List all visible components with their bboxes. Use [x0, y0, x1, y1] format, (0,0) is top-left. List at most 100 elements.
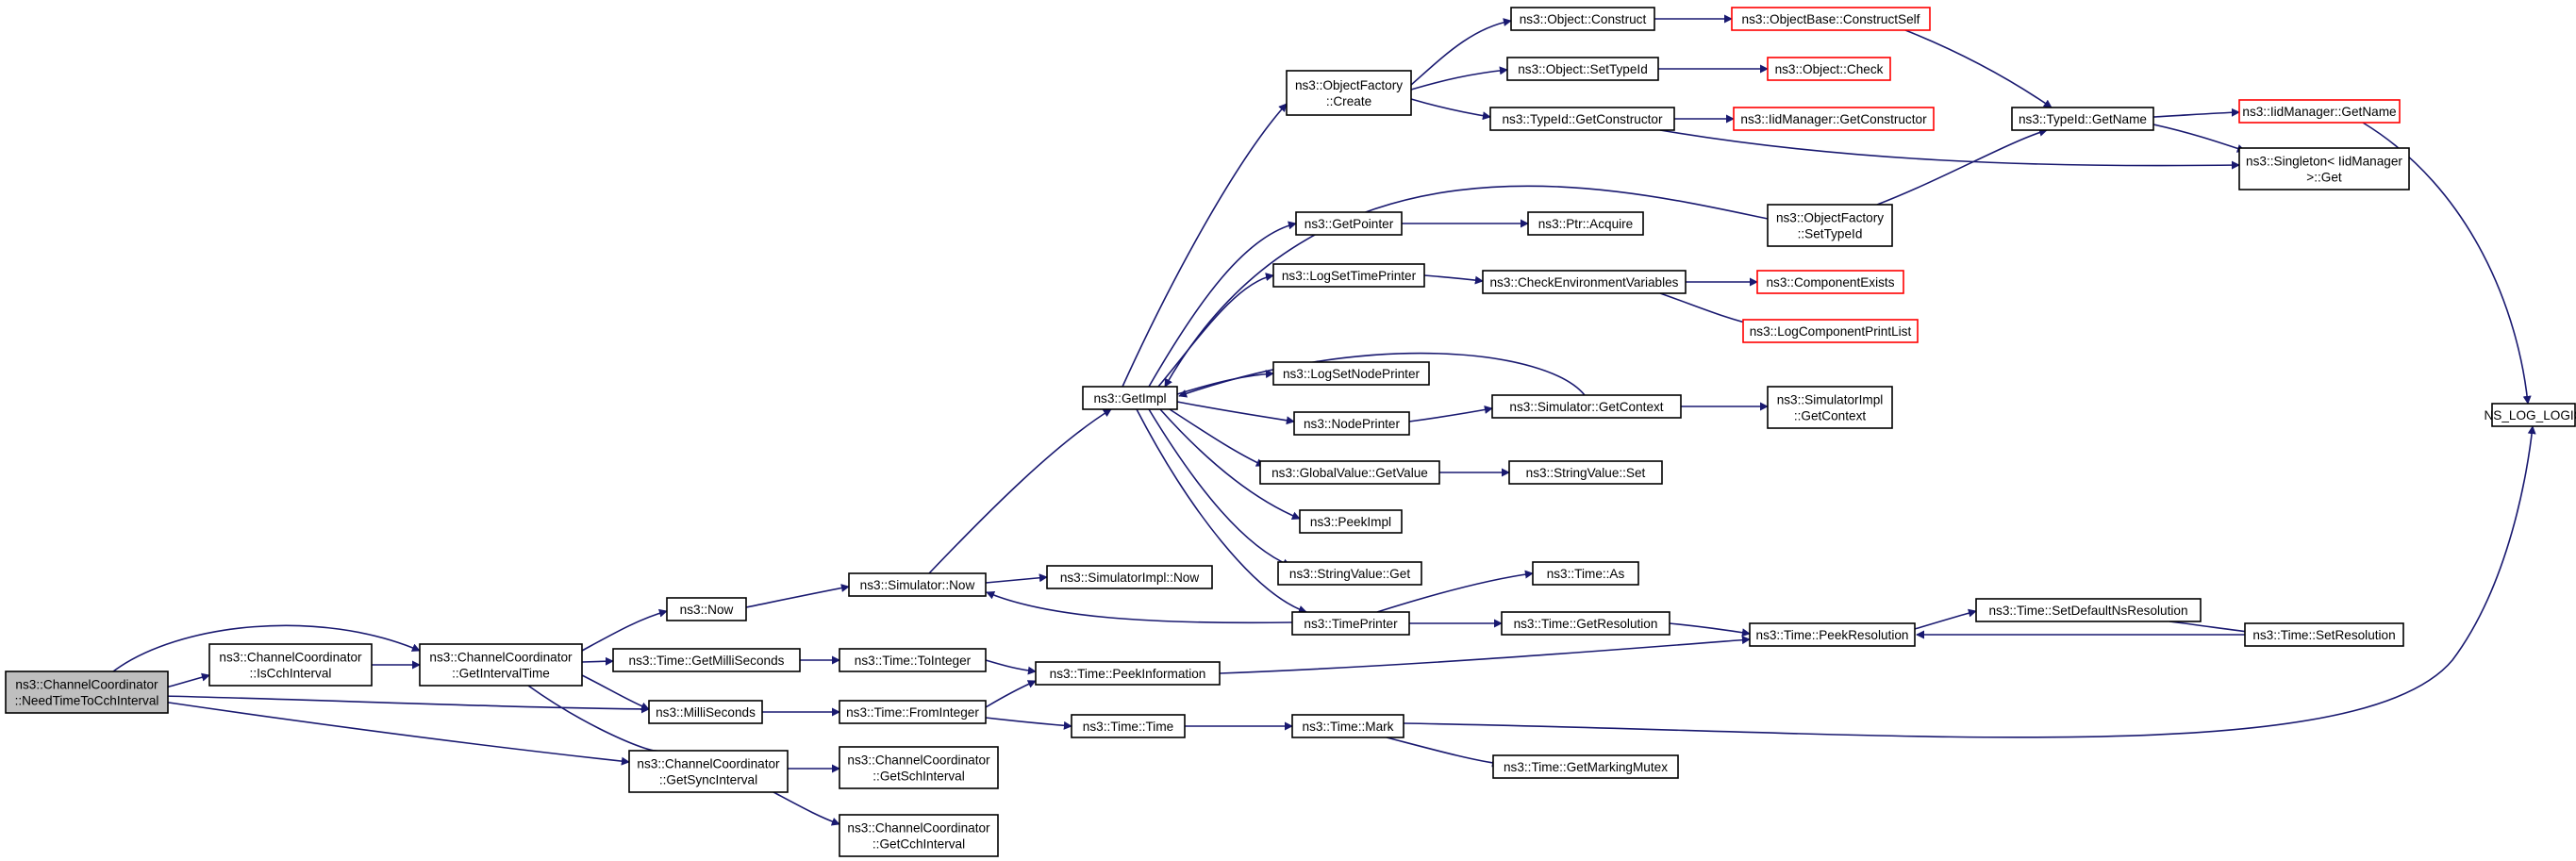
node-box	[2238, 147, 2410, 190]
node-label: >::Get	[2306, 171, 2342, 185]
node-root[interactable]: ns3::ChannelCoordinator::NeedTimeToCchIn…	[5, 671, 169, 714]
node-logSetTimePrinter[interactable]: ns3::LogSetTimePrinter	[1272, 263, 1425, 288]
node-getMilliSeconds[interactable]: ns3::Time::GetMilliSeconds	[612, 648, 801, 672]
node-fromInteger[interactable]: ns3::Time::FromInteger	[839, 700, 987, 724]
node-label: ns3::Time::Mark	[1303, 720, 1394, 734]
node-logComponentPrintList[interactable]: ns3::LogComponentPrintList	[1742, 319, 1919, 343]
node-label: ns3::Simulator::Now	[860, 578, 975, 592]
node-label: ns3::Object::Construct	[1520, 12, 1647, 26]
node-stringSet[interactable]: ns3::StringValue::Set	[1508, 460, 1663, 485]
node-getImpl[interactable]: ns3::GetImpl	[1082, 386, 1178, 410]
node-box	[1756, 270, 1904, 294]
node-box	[839, 746, 999, 789]
node-label: ns3::Singleton< IidManager	[2246, 155, 2402, 169]
node-box	[1501, 611, 1670, 636]
node-getResolution[interactable]: ns3::Time::GetResolution	[1501, 611, 1670, 636]
node-box	[1035, 661, 1221, 686]
node-simGetContext[interactable]: ns3::Simulator::GetContext	[1491, 394, 1682, 419]
node-timeTime[interactable]: ns3::Time::Time	[1071, 714, 1186, 738]
node-box	[612, 648, 801, 672]
node-peekResolution[interactable]: ns3::Time::PeekResolution	[1749, 622, 1916, 647]
node-getSch[interactable]: ns3::ChannelCoordinator::GetSchInterval	[839, 746, 999, 789]
node-toInteger[interactable]: ns3::Time::ToInteger	[839, 648, 987, 672]
node-timeAs[interactable]: ns3::Time::As	[1532, 561, 1639, 586]
node-box	[1293, 411, 1410, 436]
node-box	[666, 597, 747, 621]
node-setDefaultNsRes[interactable]: ns3::Time::SetDefaultNsResolution	[1975, 598, 2202, 622]
node-label: ns3::SimulatorImpl	[1777, 393, 1884, 407]
node-getMarkingMutex[interactable]: ns3::Time::GetMarkingMutex	[1492, 754, 1679, 779]
node-objCheck[interactable]: ns3::Object::Check	[1767, 57, 1891, 81]
node-peekInfo[interactable]: ns3::Time::PeekInformation	[1035, 661, 1221, 686]
node-getIntervalTime[interactable]: ns3::ChannelCoordinator::GetIntervalTime	[419, 643, 583, 687]
node-objBaseConstructSelf[interactable]: ns3::ObjectBase::ConstructSelf	[1731, 7, 1931, 31]
edge-timePrinter-to-simNow	[986, 590, 1293, 624]
node-box	[1286, 70, 1412, 116]
node-isCch[interactable]: ns3::ChannelCoordinator::IsCchInterval	[208, 643, 373, 687]
node-timeMark[interactable]: ns3::Time::Mark	[1291, 714, 1404, 738]
node-box	[1082, 386, 1178, 410]
node-box	[1492, 754, 1679, 779]
node-setResolution[interactable]: ns3::Time::SetResolution	[2244, 622, 2404, 647]
node-label: ns3::StringValue::Get	[1289, 567, 1410, 581]
node-box	[1071, 714, 1186, 738]
node-typeIdGetCtor[interactable]: ns3::TypeId::GetConstructor	[1489, 107, 1675, 131]
edge-logSetTimePrinter-to-checkEnv	[1423, 274, 1484, 285]
node-peekImpl[interactable]: ns3::PeekImpl	[1299, 509, 1403, 534]
edge-typeIdGetName-to-iidGetName	[2152, 108, 2240, 118]
edge-timePrinter-to-timeAs	[1376, 570, 1534, 613]
node-checkEnv[interactable]: ns3::CheckEnvironmentVariables	[1482, 270, 1687, 294]
node-objSetTypeId[interactable]: ns3::Object::SetTypeId	[1506, 57, 1659, 81]
edge-getImpl-to-peekImpl	[1159, 408, 1301, 521]
node-box	[1506, 57, 1659, 81]
node-logSetNodePrinter[interactable]: ns3::LogSetNodePrinter	[1272, 361, 1430, 386]
node-label: ns3::ComponentExists	[1766, 275, 1894, 290]
node-box	[1532, 561, 1639, 586]
node-nodePrinter[interactable]: ns3::NodePrinter	[1293, 411, 1410, 436]
node-label: NS_LOG_LOGIC	[2484, 408, 2576, 422]
node-milliSeconds[interactable]: ns3::MilliSeconds	[648, 700, 763, 724]
node-getCch[interactable]: ns3::ChannelCoordinator::GetCchInterval	[839, 814, 999, 857]
node-box	[1527, 211, 1644, 236]
edge-getIntervalTime-to-getSyncInterval	[527, 685, 661, 758]
node-label: ns3::ChannelCoordinator	[429, 651, 573, 665]
edge-getImpl-to-globalGetValue	[1169, 408, 1265, 467]
node-iidGetName[interactable]: ns3::IidManager::GetName	[2238, 99, 2401, 124]
node-objFactorySetTypeId[interactable]: ns3::ObjectFactory::SetTypeId	[1767, 204, 1893, 247]
node-stringGet[interactable]: ns3::StringValue::Get	[1277, 561, 1422, 586]
node-singletonGet[interactable]: ns3::Singleton< IidManager >::Get	[2238, 147, 2410, 190]
node-globalGetValue[interactable]: ns3::GlobalValue::GetValue	[1259, 460, 1440, 485]
edge-getImpl-to-nodePrinter	[1176, 401, 1295, 425]
node-label: ns3::Time::GetMilliSeconds	[629, 654, 785, 668]
node-box	[208, 643, 373, 687]
node-componentExists[interactable]: ns3::ComponentExists	[1756, 270, 1904, 294]
node-label: ns3::Object::SetTypeId	[1518, 62, 1648, 76]
node-label: ns3::Time::Time	[1083, 720, 1173, 734]
node-timePrinter[interactable]: ns3::TimePrinter	[1291, 611, 1410, 636]
node-simImplNow[interactable]: ns3::SimulatorImpl::Now	[1046, 565, 1213, 589]
node-box	[1733, 107, 1935, 131]
edge-objFactorySetTypeId-to-typeIdGetName	[1876, 128, 2048, 206]
node-objFactoryCreate[interactable]: ns3::ObjectFactory::Create	[1286, 70, 1412, 116]
edge-getResolution-to-peekResolution	[1669, 622, 1751, 637]
node-nsLogLogic[interactable]: NS_LOG_LOGIC	[2484, 403, 2576, 427]
node-getSyncInterval[interactable]: ns3::ChannelCoordinator::GetSyncInterval	[628, 750, 789, 793]
node-box	[1731, 7, 1931, 31]
node-objConstruct[interactable]: ns3::Object::Construct	[1510, 7, 1655, 31]
node-typeIdGetName[interactable]: ns3::TypeId::GetName	[2011, 107, 2154, 131]
node-ptrAcquire[interactable]: ns3::Ptr::Acquire	[1527, 211, 1644, 236]
node-label: ::GetIntervalTime	[452, 667, 550, 681]
node-iidGetCtor[interactable]: ns3::IidManager::GetConstructor	[1733, 107, 1935, 131]
node-box	[1272, 263, 1425, 288]
node-label: ns3::ObjectBase::ConstructSelf	[1742, 12, 1920, 26]
node-simNow[interactable]: ns3::Simulator::Now	[848, 572, 987, 597]
node-getPointer[interactable]: ns3::GetPointer	[1295, 211, 1403, 236]
node-box	[1767, 386, 1893, 429]
node-now[interactable]: ns3::Now	[666, 597, 747, 621]
node-simImplGetContext[interactable]: ns3::SimulatorImpl::GetContext	[1767, 386, 1893, 429]
node-label: ::SetTypeId	[1798, 227, 1863, 241]
node-label: ns3::CheckEnvironmentVariables	[1490, 275, 1679, 290]
node-label: ns3::PeekImpl	[1310, 515, 1391, 529]
node-label: ns3::Time::SetResolution	[2252, 628, 2395, 642]
